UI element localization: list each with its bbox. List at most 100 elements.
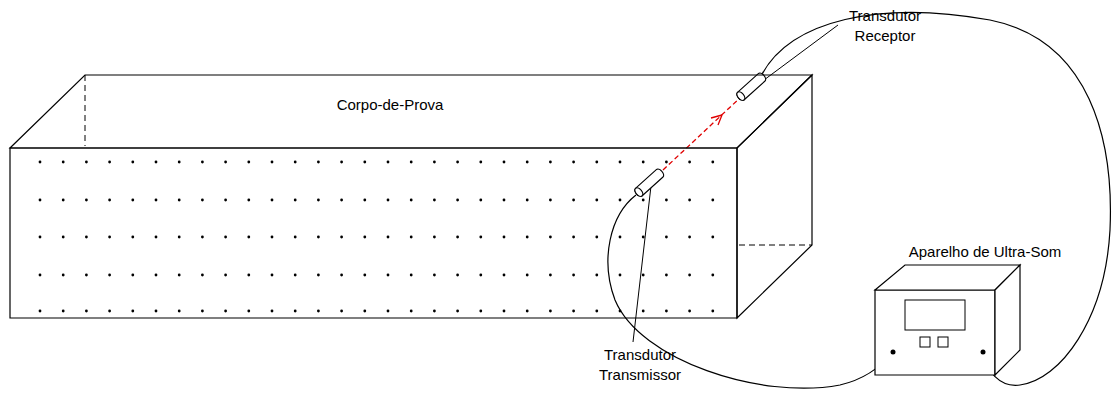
measurement-point: [340, 310, 343, 313]
measurement-point: [595, 199, 598, 202]
device-button: [920, 337, 930, 347]
measurement-point: [224, 161, 227, 164]
measurement-point: [363, 161, 366, 164]
beam-arrowhead: [711, 115, 722, 125]
measurement-point: [479, 310, 482, 313]
measurement-point: [340, 199, 343, 202]
measurement-point: [224, 236, 227, 239]
front-face: [10, 148, 737, 318]
measurement-point: [224, 199, 227, 202]
measurement-point: [433, 310, 436, 313]
measurement-point: [456, 236, 459, 239]
measurement-point: [642, 274, 645, 277]
measurement-point: [294, 310, 297, 313]
measurement-point: [456, 199, 459, 202]
part-label: Transdutor Receptor: [835, 6, 935, 45]
measurement-point: [62, 161, 65, 164]
measurement-point: [619, 199, 622, 202]
measurement-point: [387, 310, 390, 313]
measurement-point: [201, 310, 204, 313]
measurement-point: [108, 274, 111, 277]
measurement-point: [85, 310, 88, 313]
measurement-point: [711, 161, 714, 164]
measurement-point: [178, 161, 181, 164]
ultrasound-device-outline: [870, 240, 1100, 380]
measurement-point: [340, 274, 343, 277]
measurement-point: [688, 161, 691, 164]
transmitter-transducer-face: [633, 186, 644, 197]
measurement-point: [665, 161, 668, 164]
measurement-point: [503, 161, 506, 164]
measurement-point: [131, 310, 134, 313]
measurement-point: [317, 236, 320, 239]
measurement-point: [294, 274, 297, 277]
measurement-point: [410, 274, 413, 277]
measurement-point: [410, 236, 413, 239]
measurement-point: [433, 274, 436, 277]
receiver-transducer: [735, 72, 767, 102]
measurement-point: [619, 161, 622, 164]
measurement-point: [131, 161, 134, 164]
device-side: [995, 265, 1020, 375]
measurement-point: [619, 310, 622, 313]
measurement-point: [363, 274, 366, 277]
measurement-point: [711, 310, 714, 313]
measurement-point: [85, 274, 88, 277]
measurement-point: [526, 199, 529, 202]
measurement-point: [224, 310, 227, 313]
measurement-point: [572, 236, 575, 239]
receiver-transducer-body: [735, 72, 767, 102]
measurement-point: [247, 274, 250, 277]
measurement-point: [363, 236, 366, 239]
measurement-point: [387, 274, 390, 277]
measurement-point: [526, 161, 529, 164]
measurement-point: [549, 274, 552, 277]
measurement-point: [549, 236, 552, 239]
measurement-point: [410, 161, 413, 164]
receiver-cable: [761, 12, 1110, 385]
hidden-edge: [739, 245, 812, 246]
measurement-point: [62, 199, 65, 202]
measurement-point: [688, 236, 691, 239]
measurement-point: [526, 310, 529, 313]
measurement-point: [39, 274, 42, 277]
receiver-transducer-face: [735, 90, 746, 101]
measurement-point: [247, 236, 250, 239]
measurement-point: [595, 161, 598, 164]
measurement-point: [642, 199, 645, 202]
measurement-point: [549, 199, 552, 202]
measurement-point: [62, 274, 65, 277]
device-front: [875, 290, 995, 375]
measurement-point: [247, 199, 250, 202]
measurement-point: [178, 310, 181, 313]
measurement-point: [387, 236, 390, 239]
measurement-point: [85, 199, 88, 202]
measurement-point: [479, 274, 482, 277]
measurement-point: [479, 236, 482, 239]
measurement-point: [642, 161, 645, 164]
measurement-point: [155, 199, 158, 202]
leader-line: [764, 25, 838, 80]
measurement-point: [433, 199, 436, 202]
measurement-point: [595, 274, 598, 277]
measurement-point: [456, 310, 459, 313]
measurement-point: [387, 161, 390, 164]
measurement-point: [363, 310, 366, 313]
measurement-point: [503, 236, 506, 239]
top-face: [10, 75, 812, 148]
measurement-point: [317, 199, 320, 202]
measurement-point: [503, 310, 506, 313]
measurement-point: [433, 236, 436, 239]
device-terminal: [981, 350, 986, 355]
measurement-point: [271, 310, 274, 313]
measurement-point: [456, 274, 459, 277]
hidden-edge: [85, 75, 86, 146]
measurement-point: [271, 199, 274, 202]
measurement-point: [410, 310, 413, 313]
transmitter-transducer-body: [633, 168, 665, 198]
node-title: Aparelho de Ultra-Som: [909, 243, 1062, 262]
measurement-point: [387, 199, 390, 202]
measurement-point: [572, 310, 575, 313]
measurement-point: [526, 274, 529, 277]
measurement-point: [479, 199, 482, 202]
